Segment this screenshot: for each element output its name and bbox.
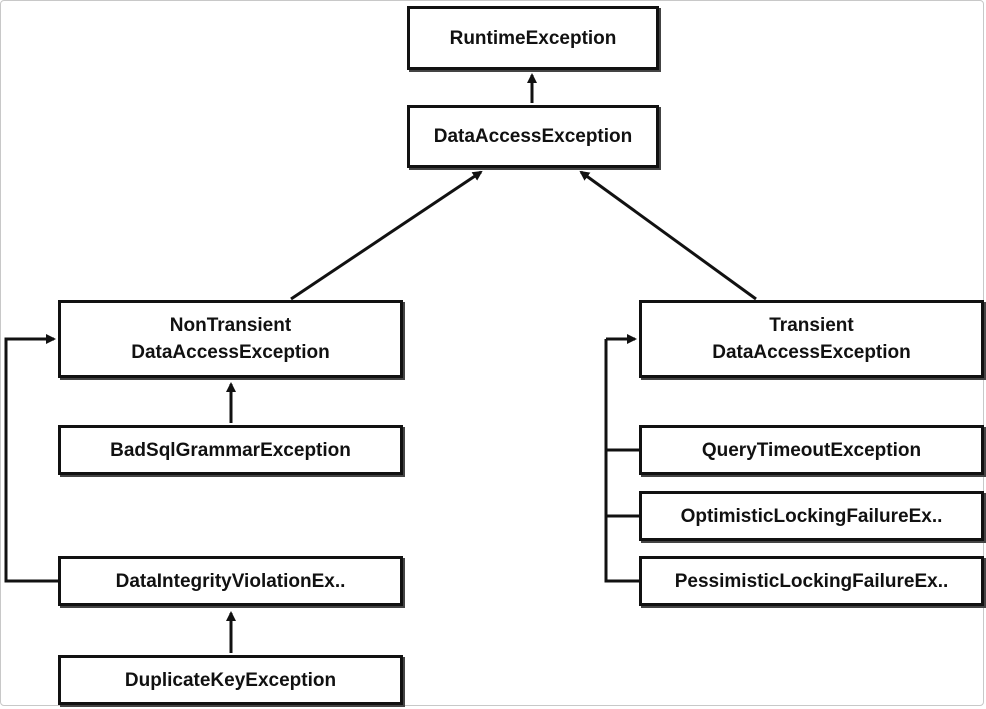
arrow-transient-to-dataaccess bbox=[579, 170, 757, 301]
node-bad-sql-grammar-exception: BadSqlGrammarException bbox=[58, 425, 403, 475]
arrow-nontransient-to-dataaccess bbox=[290, 170, 483, 301]
node-pessimistic-locking-failure-exception: PessimisticLockingFailureEx.. bbox=[639, 556, 984, 606]
node-transient-exception: Transient DataAccessException bbox=[639, 300, 984, 378]
node-data-integrity-violation-exception: DataIntegrityViolationEx.. bbox=[58, 556, 403, 606]
node-query-timeout-exception: QueryTimeoutException bbox=[639, 425, 984, 475]
arrow-integrity-to-nontransient bbox=[4, 334, 58, 583]
node-optimistic-locking-failure-exception: OptimisticLockingFailureEx.. bbox=[639, 491, 984, 541]
node-runtime-exception: RuntimeException bbox=[407, 6, 659, 70]
node-duplicate-key-exception: DuplicateKeyException bbox=[58, 655, 403, 705]
node-data-access-exception: DataAccessException bbox=[407, 105, 659, 168]
node-non-transient-exception: NonTransient DataAccessException bbox=[58, 300, 403, 378]
